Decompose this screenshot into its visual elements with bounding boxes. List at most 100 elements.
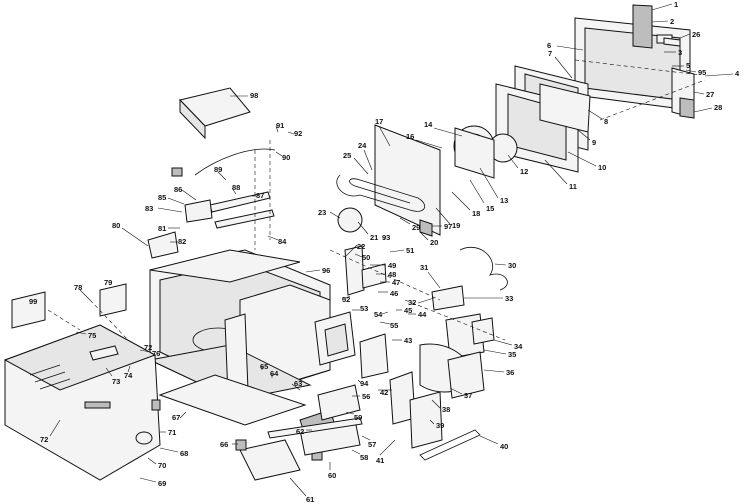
label-94: 94	[360, 379, 369, 388]
wire-harness-top	[194, 148, 276, 176]
label-32: 32	[408, 298, 416, 307]
label-52: 52	[342, 295, 350, 304]
vent-slot-3	[39, 378, 71, 390]
label-41: 41	[376, 456, 384, 465]
label-36: 36	[506, 368, 514, 377]
label-48: 48	[388, 270, 396, 279]
label-92: 92	[294, 129, 302, 138]
label-28: 28	[714, 103, 722, 112]
top-cover-parts	[147, 87, 276, 259]
door-hinge-pin	[679, 97, 695, 119]
label-20: 20	[430, 238, 438, 247]
label-80: 80	[112, 221, 120, 230]
part-number-labels: 1 2 3 4 5 6 7 8 9 10 11 12 13 14 15 16 1…	[29, 0, 740, 504]
label-76: 76	[152, 349, 160, 358]
label-74: 74	[124, 371, 133, 380]
air-guide	[409, 391, 443, 449]
label-85: 85	[158, 193, 166, 202]
dash-line-8	[47, 309, 81, 331]
label-50: 50	[362, 253, 370, 262]
label-6: 6	[547, 41, 551, 50]
label-97: 97	[444, 222, 452, 231]
label-83: 83	[145, 204, 153, 213]
cabinet-handle-slot	[84, 401, 111, 409]
outer-case	[3, 283, 161, 481]
label-26: 26	[692, 30, 700, 39]
label-69: 69	[158, 479, 166, 488]
label-67: 67	[172, 413, 180, 422]
vent-slot-1	[29, 364, 61, 376]
transformer-core	[324, 323, 349, 357]
label-55: 55	[390, 321, 398, 330]
label-42: 42	[380, 388, 388, 397]
label-16: 16	[406, 132, 414, 141]
label-29: 29	[412, 223, 420, 232]
label-61: 61	[306, 495, 314, 504]
label-99: 99	[29, 297, 37, 306]
dash-line-4	[599, 79, 706, 121]
control-bracket	[344, 245, 365, 296]
label-84: 84	[278, 237, 287, 246]
circulation-fan	[337, 207, 363, 233]
label-12: 12	[520, 167, 528, 176]
label-78: 78	[74, 283, 82, 292]
label-21: 21	[370, 233, 378, 242]
base-rail	[267, 417, 363, 439]
dash-line-7	[89, 299, 129, 341]
label-89: 89	[214, 165, 222, 174]
heater-element	[336, 174, 426, 212]
heater-terminal	[419, 219, 433, 237]
switch-bracket	[361, 263, 387, 289]
label-57: 57	[368, 440, 376, 449]
label-19: 19	[452, 221, 460, 230]
magnetron-body	[317, 384, 361, 421]
assembly-lines	[47, 59, 706, 341]
dash-line-6	[404, 299, 506, 341]
label-72: 72	[40, 435, 48, 444]
label-15: 15	[486, 204, 494, 213]
relay-board	[471, 317, 495, 345]
fan-housing	[454, 127, 495, 179]
label-79: 79	[104, 278, 112, 287]
label-68: 68	[180, 449, 188, 458]
label-82: 82	[178, 237, 186, 246]
label-43: 43	[404, 336, 412, 345]
label-86: 86	[174, 185, 182, 194]
label-34: 34	[514, 342, 523, 351]
nameplate-label	[11, 291, 46, 329]
oven-cavity	[148, 249, 331, 426]
label-3: 3	[678, 48, 682, 57]
label-63: 63	[294, 379, 302, 388]
label-39: 39	[436, 421, 444, 430]
label-44: 44	[418, 310, 427, 319]
label-54: 54	[374, 310, 383, 319]
label-66: 66	[220, 440, 228, 449]
door-latch-hook	[632, 4, 653, 49]
label-4: 4	[735, 69, 740, 78]
label-14: 14	[424, 120, 433, 129]
label-25: 25	[343, 151, 351, 160]
label-17: 17	[375, 117, 383, 126]
label-96: 96	[322, 266, 330, 275]
label-88: 88	[232, 183, 240, 192]
label-62: 62	[296, 427, 304, 436]
label-53: 53	[360, 304, 368, 313]
label-24: 24	[358, 141, 367, 150]
label-60: 60	[328, 471, 336, 480]
base-bracket	[239, 439, 301, 481]
turntable-motor	[135, 431, 153, 445]
top-cover-side	[179, 98, 206, 140]
label-22: 22	[357, 242, 365, 251]
heater-reflector-plate	[374, 124, 441, 236]
door-label-plate	[663, 37, 681, 47]
label-70: 70	[158, 461, 166, 470]
coupler	[151, 399, 161, 411]
label-59: 59	[354, 413, 362, 422]
label-33: 33	[505, 294, 513, 303]
label-1: 1	[674, 0, 678, 9]
thermal-switch	[184, 199, 213, 223]
label-40: 40	[500, 442, 508, 451]
door-assembly	[495, 4, 695, 173]
label-13: 13	[500, 196, 508, 205]
